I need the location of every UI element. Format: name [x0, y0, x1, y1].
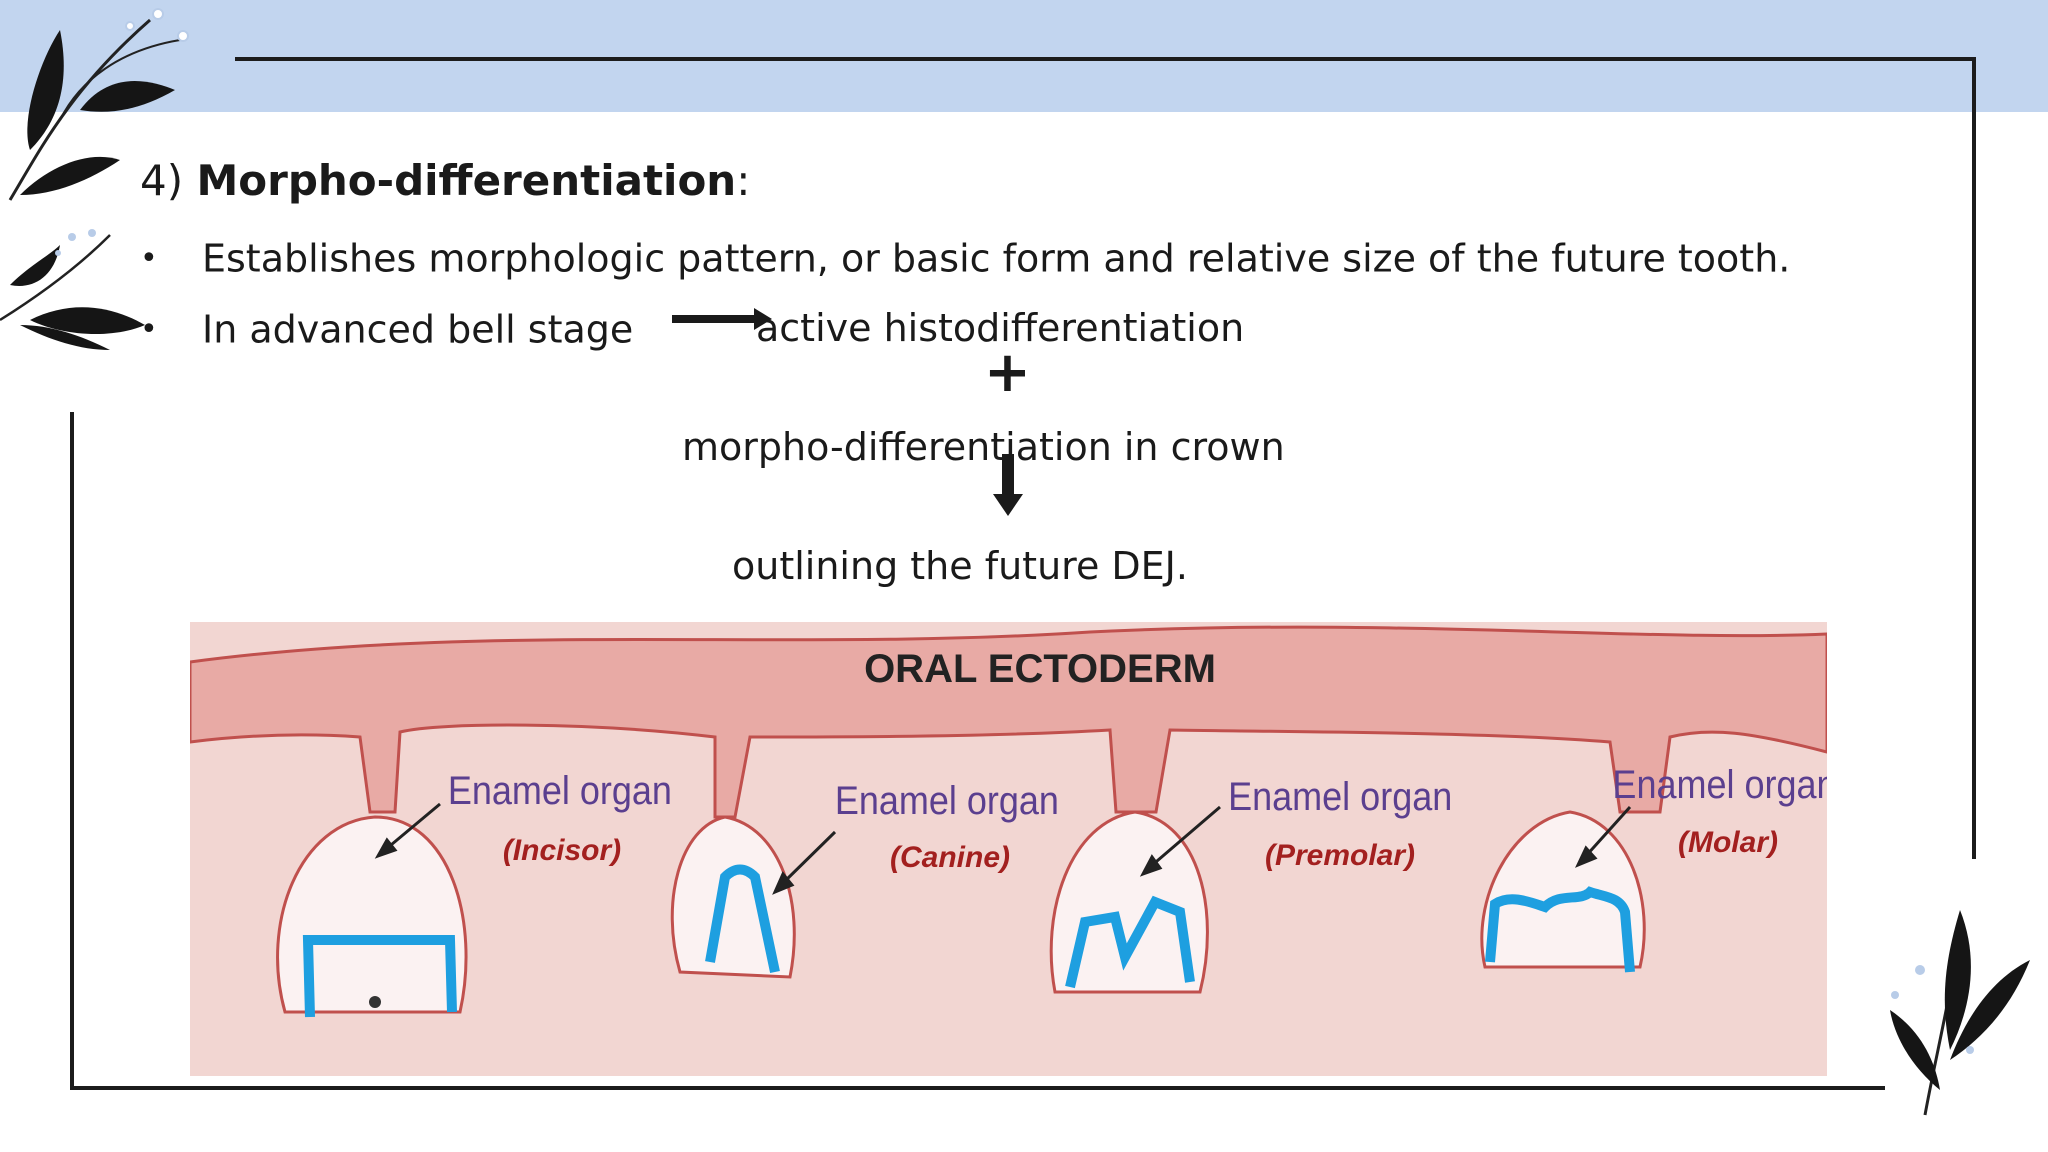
bullet-item: • Establishes morphologic pattern, or bas…	[140, 234, 1790, 281]
bullet-text: Establishes morphologic pattern, or basi…	[202, 236, 1791, 281]
title-suffix: :	[736, 156, 751, 205]
frame-top-line	[235, 57, 1975, 61]
leaf-branch-icon	[8, 8, 189, 201]
organ-label: Enamel organ	[1228, 775, 1452, 819]
enamel-organ-premolar	[1049, 810, 1209, 994]
bullet-text: In advanced bell stage	[202, 307, 634, 352]
right-arrow-icon	[672, 308, 772, 330]
enamel-organ-molar	[1480, 810, 1646, 973]
organ-label: Enamel organ	[835, 779, 1059, 823]
tooth-name-label: (Premolar)	[1265, 839, 1415, 872]
flow-step-morphodifferentiation: morpho-differentiation in crown	[682, 425, 1285, 469]
down-arrow-icon	[993, 454, 1023, 516]
flow-step-histodifferentiation: active histodifferentiation	[756, 306, 1245, 350]
organ-label: Enamel organ	[1612, 763, 1827, 807]
top-color-band	[0, 0, 2048, 112]
leaf-branch-icon	[0, 229, 145, 350]
plus-sign: +	[984, 340, 1031, 405]
enamel-organ-diagram: ORAL ECTODERM Enamel organ (Incisor) Ena…	[190, 622, 1827, 1076]
tooth-name-label: (Molar)	[1678, 826, 1778, 859]
enamel-organ-canine	[670, 815, 796, 979]
slide-title: 4) Morpho-differentiation:	[140, 156, 750, 205]
frame-bottom-line	[70, 1086, 1885, 1090]
tooth-name-label: (Canine)	[890, 841, 1010, 874]
bullet-item: • In advanced bell stage	[140, 305, 633, 352]
tooth-name-label: (Incisor)	[503, 834, 621, 867]
title-number: 4)	[140, 156, 184, 205]
bullet-marker: •	[140, 312, 158, 347]
frame-left-line	[70, 412, 74, 1090]
title-bold: Morpho-differentiation	[196, 156, 737, 205]
enamel-organ-incisor	[276, 815, 468, 1018]
bullet-marker: •	[140, 241, 158, 276]
frame-right-line	[1972, 57, 1976, 859]
organ-label: Enamel organ	[448, 769, 672, 813]
flow-step-dej: outlining the future DEJ.	[732, 544, 1188, 588]
oral-ectoderm-heading: ORAL ECTODERM	[864, 647, 1216, 691]
leaf-branch-icon	[1890, 910, 2030, 1116]
